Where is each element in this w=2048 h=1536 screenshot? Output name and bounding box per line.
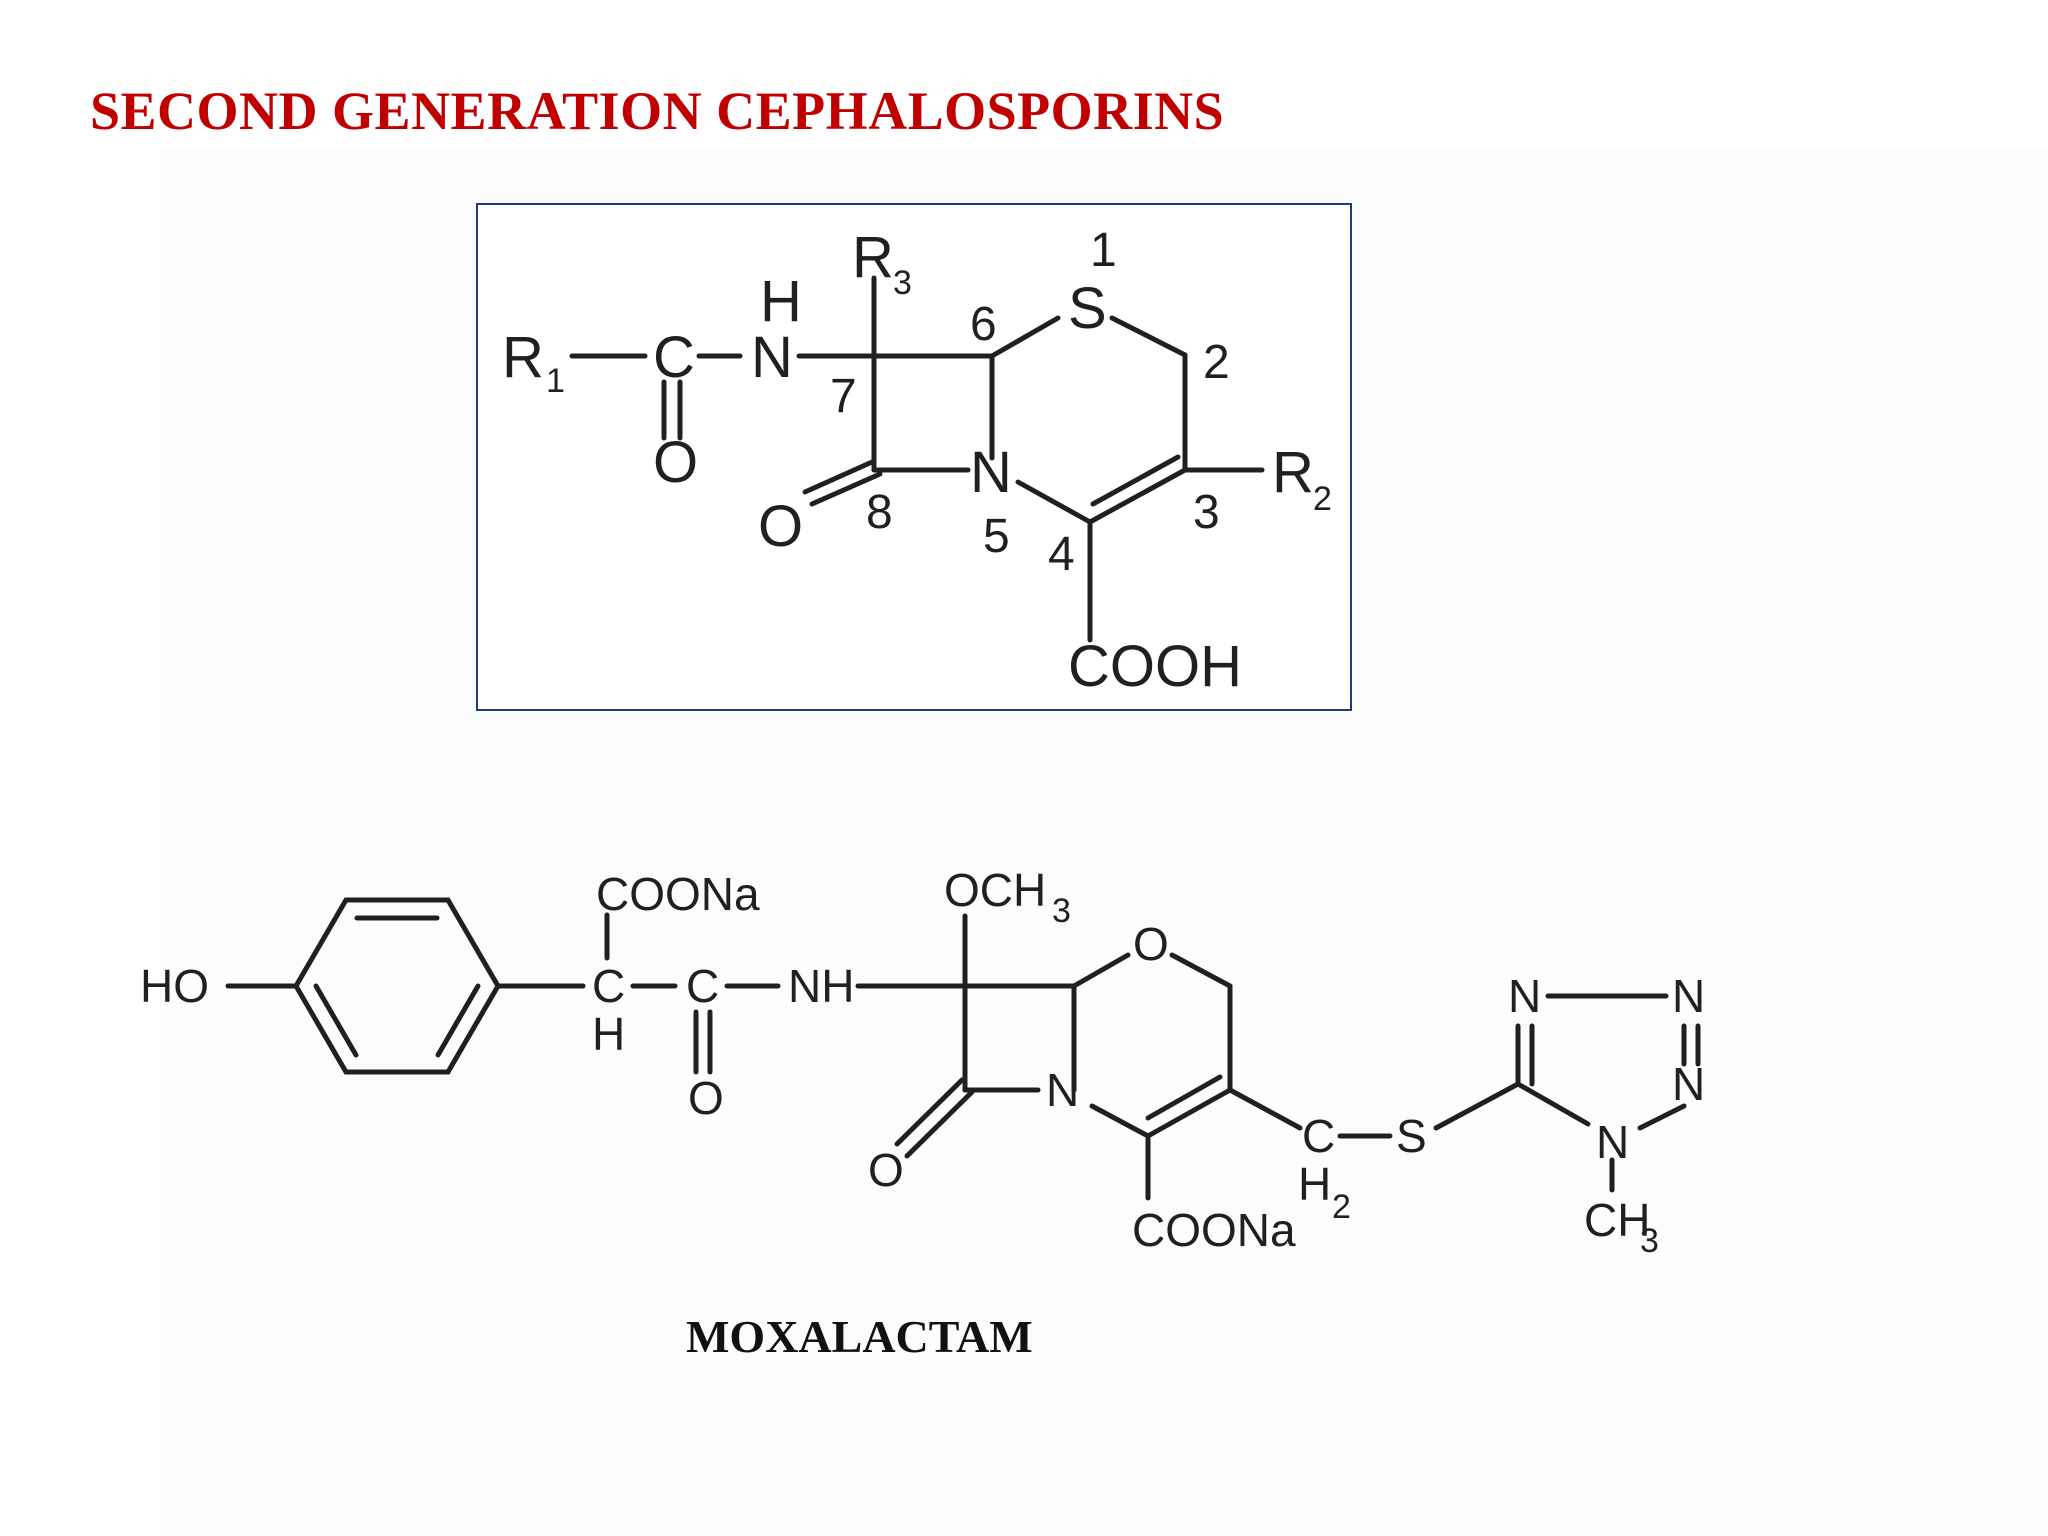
- core-r2: R: [1272, 440, 1314, 505]
- moxalactam-ring-oxygen: O: [1133, 918, 1169, 970]
- core-lactam-oxygen: O: [758, 494, 803, 559]
- core-position-3: 3: [1193, 486, 1220, 539]
- moxalactam-lactam-oxygen: O: [868, 1144, 904, 1196]
- tetrazole-nitrogen-1: N: [1596, 1116, 1629, 1168]
- core-position-2: 2: [1203, 336, 1230, 389]
- moxalactam-ring-nitrogen: N: [1046, 1064, 1079, 1116]
- moxalactam-coona-bottom: COONa: [1132, 1204, 1296, 1256]
- core-position-6: 6: [970, 298, 997, 351]
- moxalactam-structure: HO COONa C H C O NH OCH 3 O N O COONa C …: [140, 864, 1705, 1260]
- compound-caption: MOXALACTAM: [686, 1311, 1033, 1362]
- moxalactam-methoxy: OCH: [944, 864, 1046, 916]
- slide-title: SECOND GENERATION CEPHALOSPORINS: [90, 81, 1225, 141]
- moxalactam-methylene-hydrogen: H: [1298, 1158, 1331, 1210]
- core-r2-subscript: 2: [1313, 480, 1332, 518]
- core-position-5: 5: [983, 510, 1010, 563]
- moxalactam-carbonyl-carbon: C: [686, 960, 719, 1012]
- core-r1-subscript: 1: [546, 362, 565, 400]
- moxalactam-carbonyl-oxygen: O: [688, 1072, 724, 1124]
- core-r3-subscript: 3: [893, 264, 912, 302]
- moxalactam-bonds: [225, 897, 1701, 1201]
- moxalactam-thioether-sulfur: S: [1396, 1110, 1427, 1162]
- moxalactam-hydroxyl: HO: [140, 960, 209, 1012]
- core-ring-nitrogen: N: [970, 440, 1012, 505]
- moxalactam-methylene-carbon: C: [1302, 1110, 1335, 1162]
- tetrazole-nitrogen-2: N: [1672, 1058, 1705, 1110]
- core-position-8: 8: [866, 486, 893, 539]
- core-carboxyl-group: COOH: [1068, 634, 1242, 699]
- core-carbonyl-carbon: C: [653, 325, 695, 390]
- core-acyl-oxygen: O: [653, 430, 698, 495]
- moxalactam-methoxy-subscript: 3: [1052, 892, 1071, 930]
- moxalactam-alpha-carbon: C: [592, 960, 625, 1012]
- tetrazole-nitrogen-3: N: [1672, 970, 1705, 1022]
- tetrazole-methyl-subscript: 3: [1640, 1222, 1659, 1260]
- core-amide-hydrogen: H: [760, 269, 802, 334]
- core-bonds: [569, 275, 1265, 643]
- moxalactam-methylene-subscript: 2: [1332, 1188, 1351, 1226]
- core-structure-frame: [476, 203, 1352, 711]
- core-r3: R: [852, 225, 894, 290]
- moxalactam-nh: NH: [788, 960, 854, 1012]
- core-ring-sulfur: S: [1068, 276, 1107, 341]
- moxalactam-alpha-hydrogen: H: [592, 1008, 625, 1060]
- core-position-4: 4: [1048, 528, 1075, 581]
- tetrazole-methyl: CH: [1584, 1194, 1650, 1246]
- core-position-1: 1: [1090, 224, 1117, 277]
- core-position-7: 7: [830, 370, 857, 423]
- cephalosporin-core-structure: R 1 C H N O R 3 O N S R 2 COOH 1 2 3 4 5…: [476, 203, 1352, 711]
- moxalactam-coona-top: COONa: [596, 868, 760, 920]
- core-r1: R: [502, 325, 544, 390]
- tetrazole-nitrogen-4: N: [1508, 970, 1541, 1022]
- core-amide-nitrogen: N: [751, 325, 793, 390]
